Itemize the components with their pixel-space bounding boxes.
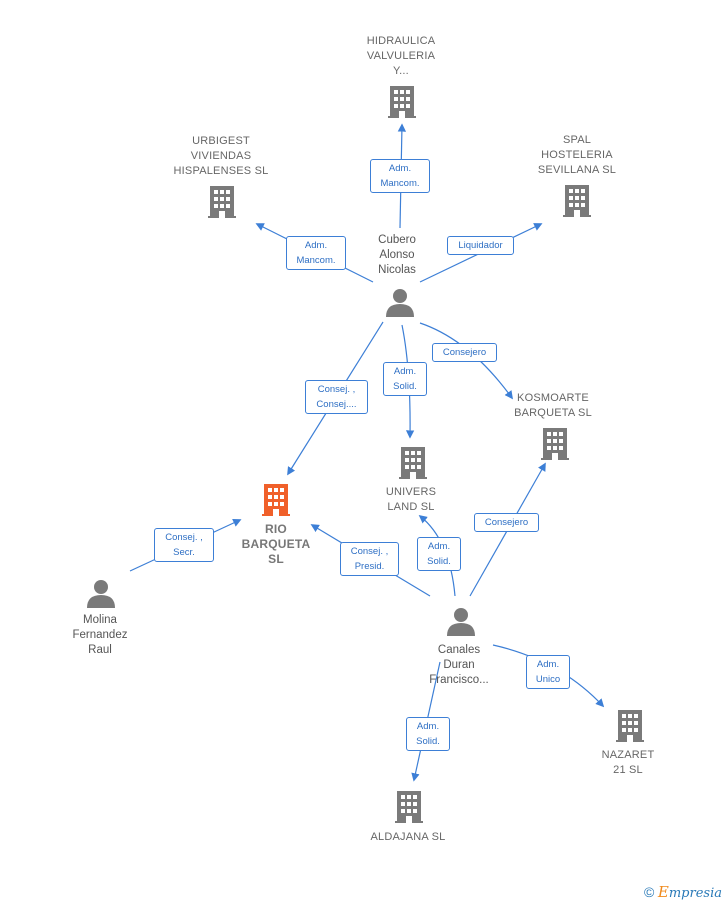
brand-rest: mpresia	[668, 886, 722, 901]
company-label-univers[interactable]: UNIVERS LAND SL	[385, 486, 437, 513]
person-icon	[447, 608, 475, 636]
building-icon	[616, 710, 644, 742]
person-label-canales[interactable]: Canales Duran Francisco...	[429, 644, 489, 686]
person-icon	[87, 580, 115, 608]
empresia-logo[interactable]: © Empresia	[644, 883, 722, 901]
building-icon	[388, 86, 416, 118]
person-icon	[386, 289, 414, 317]
building-icon	[395, 791, 423, 823]
relation-label: Liquidador	[447, 236, 514, 255]
relation-label: Consejero	[474, 513, 539, 532]
relation-label: Adm. Solid.	[406, 717, 450, 751]
company-label-urbigest[interactable]: URBIGEST VIVIENDAS HISPALENSES SL	[173, 135, 269, 177]
building-main-icon	[262, 484, 290, 516]
relation-label: Consej. , Presid.	[340, 542, 399, 576]
relation-label: Consej. , Secr.	[154, 528, 214, 562]
building-icon	[563, 185, 591, 217]
relation-label: Adm. Solid.	[417, 537, 461, 571]
person-label-cubero[interactable]: Cubero Alonso Nicolas	[378, 234, 416, 276]
relation-label: Adm. Solid.	[383, 362, 427, 396]
company-label-rio-barqueta[interactable]: RIO BARQUETA SL	[241, 522, 311, 566]
building-icon	[208, 186, 236, 218]
relation-label: Adm. Unico	[526, 655, 570, 689]
company-label-spal[interactable]: SPAL HOSTELERIA SEVILLANA SL	[537, 134, 617, 176]
building-icon	[541, 428, 569, 460]
company-label-nazaret[interactable]: NAZARET 21 SL	[601, 749, 655, 776]
person-label-molina[interactable]: Molina Fernandez Raul	[72, 614, 128, 656]
company-label-hidraulica[interactable]: HIDRAULICA VALVULERIA Y...	[366, 35, 436, 77]
company-label-aldajana[interactable]: ALDAJANA SL	[370, 831, 446, 843]
company-label-kosmoarte[interactable]: KOSMOARTE BARQUETA SL	[514, 392, 592, 419]
relation-label: Adm. Mancom.	[286, 236, 346, 270]
copyright-symbol: ©	[643, 884, 655, 900]
relation-label: Consejero	[432, 343, 497, 362]
building-icon	[399, 447, 427, 479]
relation-label: Consej. , Consej....	[305, 380, 368, 414]
relation-label: Adm. Mancom.	[370, 159, 430, 193]
brand-first-letter: E	[657, 883, 669, 901]
